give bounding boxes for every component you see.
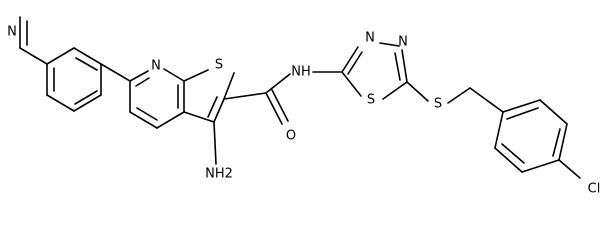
thiophene-ring (183, 69, 235, 123)
pyridine-nitrogen-label: N (7, 25, 17, 40)
amide-nh-label: NH (291, 65, 311, 80)
thiadiazole-nitrogen-2-label: N (398, 35, 408, 50)
fused-pyridine-ring (129, 68, 185, 129)
biaryl-bond (100, 63, 131, 82)
thioether-sulfur-label: S (434, 97, 442, 112)
amino-bond (213, 121, 217, 165)
pyridine-ring (19, 16, 102, 112)
thiophene-sulfur-label: S (215, 58, 223, 73)
thiadiazole-sulfur-label: S (367, 93, 375, 108)
carbonyl-oxygen-label: O (286, 129, 296, 144)
thioether-chain (406, 81, 504, 113)
amino-label: NH2 (205, 167, 233, 182)
chlorophenyl-ring (494, 99, 581, 179)
chlorine-label: Cl (588, 182, 601, 197)
thiadiazole-nitrogen-1-label: N (365, 31, 375, 46)
thiadiazole-ring (341, 42, 408, 100)
amide-group (223, 73, 291, 125)
ring-nitrogen-label: N (151, 59, 161, 74)
structure-canvas: N N S NH2 NH O N N S S Cl (7, 16, 601, 197)
molecule-drawing: N N S NH2 NH O N N S S Cl (7, 16, 601, 197)
